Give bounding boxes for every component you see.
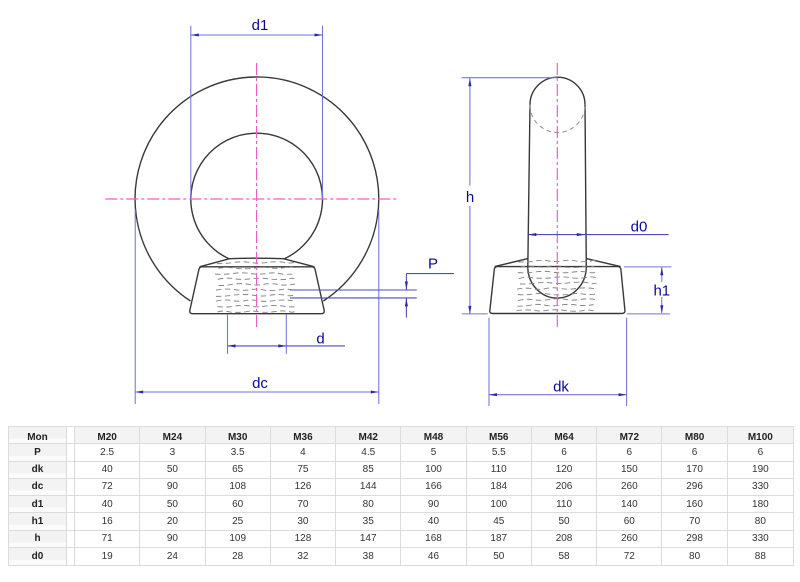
svg-text:d1: d1 [252, 17, 269, 34]
svg-text:P: P [428, 255, 438, 272]
svg-text:dk: dk [553, 379, 569, 396]
svg-text:d: d [316, 331, 324, 348]
svg-text:h: h [466, 189, 474, 206]
svg-text:h1: h1 [653, 282, 670, 299]
svg-text:dc: dc [252, 375, 268, 392]
svg-text:d0: d0 [631, 219, 648, 236]
